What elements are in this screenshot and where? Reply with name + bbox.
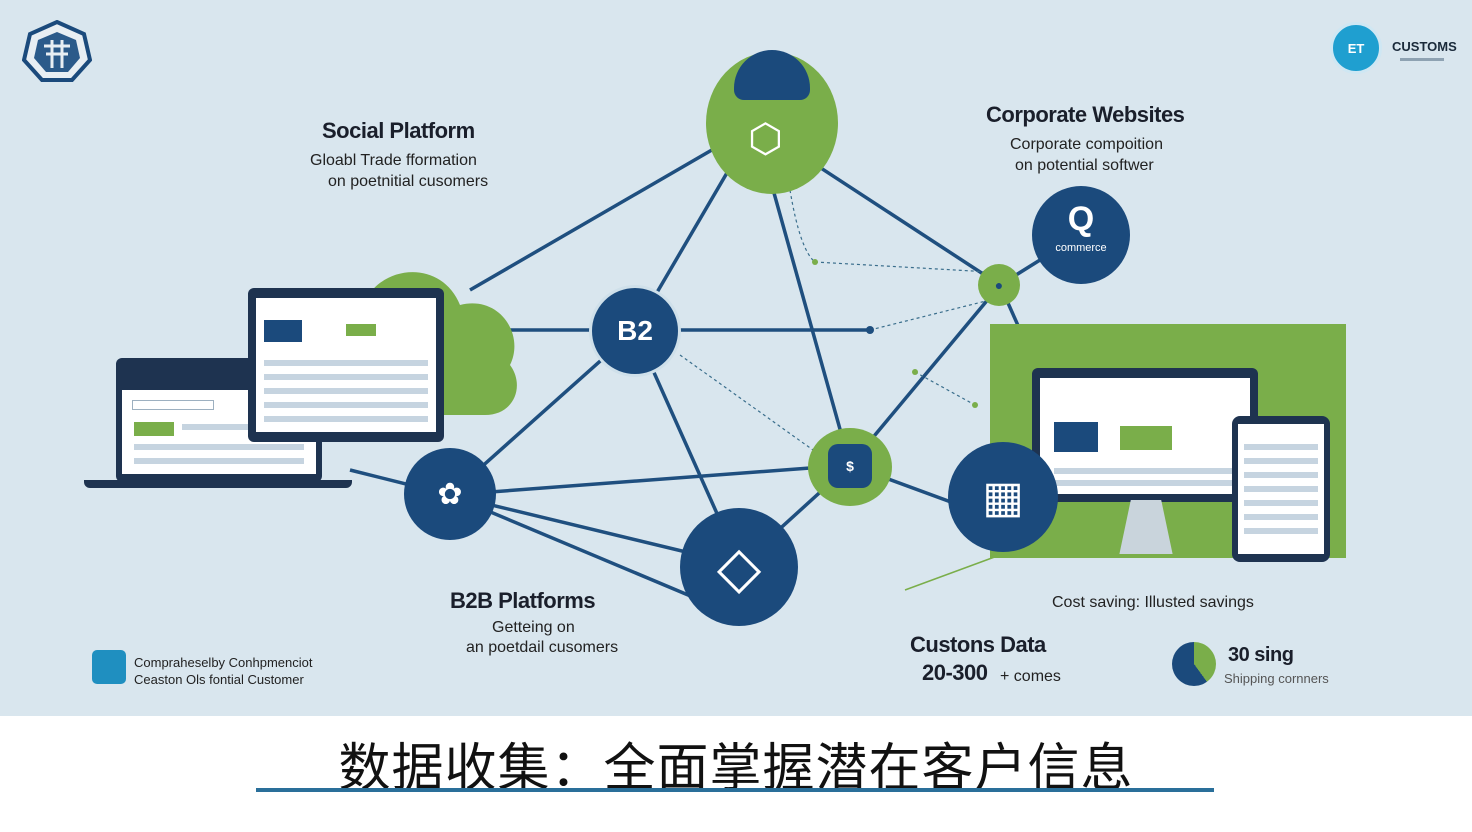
diamond-icon: ◇ xyxy=(716,535,762,600)
stat-label: Shipping cornners xyxy=(1224,671,1329,686)
commerce-node: Q commerce xyxy=(1032,186,1130,284)
diamond-node: ◇ xyxy=(680,508,798,626)
legend-line1: Compraheselby Conhpmenciot xyxy=(134,655,313,670)
tablet xyxy=(1232,416,1330,562)
b2b-title: B2B Platforms xyxy=(450,588,596,613)
corporate-line2: on potential softwer xyxy=(1015,157,1154,174)
customs-unit: + comes xyxy=(1000,668,1061,685)
corporate-title: Corporate Websites xyxy=(986,102,1185,127)
search-icon: Q xyxy=(1067,200,1095,238)
globe-icon: ● xyxy=(994,277,1004,293)
legend-icon xyxy=(92,650,126,684)
b2b-line1: Getteing on xyxy=(492,619,575,636)
stat-value: 30 sing xyxy=(1228,644,1294,666)
social-title: Social Platform xyxy=(322,118,475,143)
bag-icon: ✿ xyxy=(437,477,463,511)
tablet-screen xyxy=(1238,424,1324,554)
customs-range: 20-300 xyxy=(922,660,988,685)
caption-underline xyxy=(256,788,1214,792)
caption-bar: 数据收集：全面掌握潜在客户信息 xyxy=(0,716,1472,832)
emblem-cap xyxy=(734,50,810,100)
monitor-right xyxy=(1032,368,1258,502)
cube-icon: ⬡ xyxy=(748,117,783,161)
customs-badge: ET CUSTOMS xyxy=(1330,22,1460,74)
dollar-node: $ xyxy=(808,428,892,506)
bag-node: ✿ xyxy=(404,448,496,540)
top-node: ⬡ xyxy=(706,50,838,194)
legend-line2: Ceaston Ols fontial Customer xyxy=(134,672,304,687)
monitor-back-screen xyxy=(256,298,436,432)
customs-badge-icon: ET xyxy=(1330,22,1382,74)
laptop-front-base xyxy=(84,480,352,488)
junction-node-right: ● xyxy=(978,264,1020,306)
monitor-back xyxy=(248,288,444,442)
b2b-line2: an poetdail cusomers xyxy=(466,639,619,656)
social-line2: on poetnitial cusomers xyxy=(328,173,489,190)
diagram-canvas: ET CUSTOMS xyxy=(0,0,1472,716)
dollar-node-inner: $ xyxy=(828,444,872,488)
emblem-icon xyxy=(21,19,93,84)
social-line1: Gloabl Trade fformation xyxy=(310,152,477,169)
building-icon: ▦ xyxy=(982,472,1024,522)
customs-title: Custons Data xyxy=(910,632,1046,657)
corporate-line1: Corporate compoition xyxy=(1010,136,1163,153)
b2-hub-node: B2 xyxy=(589,285,681,377)
monitor-right-screen xyxy=(1040,378,1250,494)
stat-pie-icon xyxy=(1172,642,1216,686)
customs-badge-fineprint xyxy=(1400,58,1444,61)
cost-saving-text: Cost saving: Illusted savings xyxy=(1052,594,1254,611)
building-node: ▦ xyxy=(948,442,1058,552)
customs-badge-label: CUSTOMS xyxy=(1392,39,1457,54)
